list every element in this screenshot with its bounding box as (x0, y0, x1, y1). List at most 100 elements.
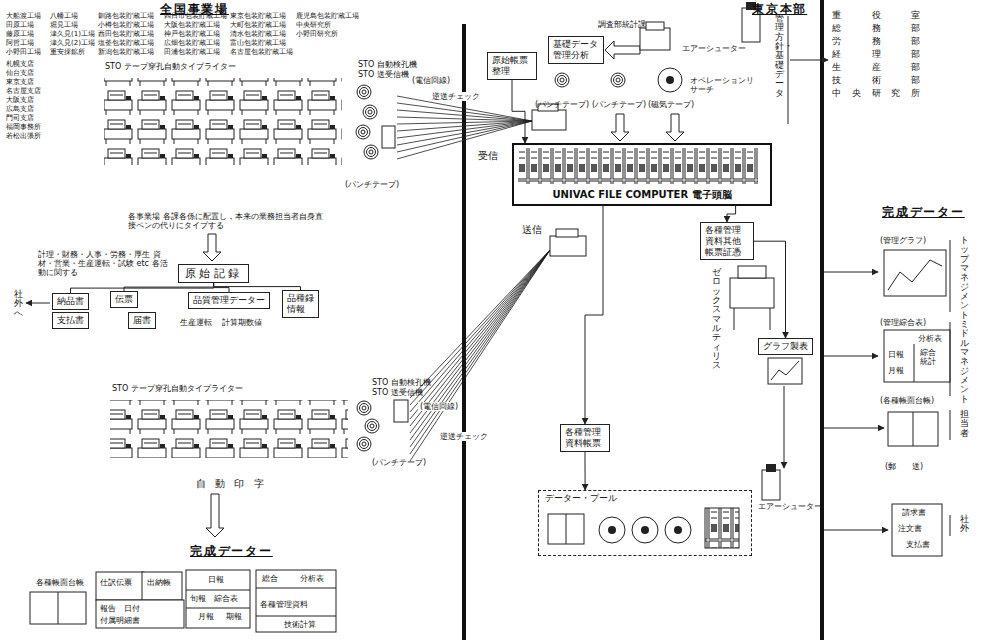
drawing-rect (110, 400, 348, 458)
drawing-line (950, 240, 951, 312)
drawing-line (256, 616, 336, 617)
drawing-rect (394, 400, 408, 422)
node-text: 納品書 (57, 296, 84, 307)
text-label: 受信 (478, 150, 498, 162)
text-label: STO テープ穿孔自動タイプライター (112, 384, 243, 393)
node-text: UNIVAC FILE COMPUTER 電子頭脳 (518, 189, 766, 201)
text-label: 各種管理資料 (260, 600, 308, 609)
text-label: 総合 (262, 574, 278, 583)
text-label: オペレーションリサーチ (690, 76, 756, 94)
connector (214, 283, 301, 290)
text-label: STO 自動検孔機 (358, 60, 417, 69)
text-label: (管理グラフ) (880, 236, 926, 245)
drawing-line (186, 608, 250, 609)
drawing-use (356, 125, 370, 139)
drawing-line (410, 250, 550, 447)
text-label: 計算期数値 (222, 318, 262, 327)
drawing-rect (142, 572, 182, 600)
text-label: (管理綜合表) (880, 318, 926, 327)
drawing-line (914, 344, 915, 382)
drawing-line (950, 322, 951, 396)
drawing-circle (674, 526, 682, 534)
text-label: 重役室 (832, 10, 920, 20)
drawing-rect (548, 514, 584, 544)
text-label: 中央研究所 (296, 21, 331, 29)
node-text: 原始帳票整理 (492, 55, 532, 77)
text-label: 期報 (226, 612, 242, 621)
text-label: (パンチテープ) (592, 100, 646, 109)
drawing-polygon (605, 41, 640, 59)
text-label: (パンチテープ) (535, 100, 589, 109)
connector (585, 206, 603, 424)
text-label: 完成データー (882, 206, 965, 220)
text-label: 西田包装貯蔵工場 (98, 30, 154, 38)
text-label: 神戸包装貯蔵工場 (164, 30, 220, 38)
process-box: 伝票 (110, 291, 138, 308)
text-label: 日報 (888, 350, 904, 359)
node-text: 各種管理資料帳票 (565, 427, 605, 449)
connector (727, 206, 736, 222)
text-label: 仙台支店 (6, 69, 34, 77)
text-label: エアーシューター (680, 44, 748, 53)
drawing-rect (104, 78, 342, 165)
drawing-line (410, 250, 550, 433)
drawing-circle (658, 68, 682, 92)
node-text: 原始記録 (185, 267, 242, 280)
text-label: 阿哲工場 (6, 39, 34, 47)
drawing-rect (96, 600, 184, 628)
drawing-line (410, 250, 550, 398)
text-label: 中央研究所 (832, 88, 920, 98)
drawing-rect (96, 572, 144, 600)
text-label: 生産運転 (180, 318, 212, 327)
text-label: STO 自動検孔機 (372, 378, 431, 387)
text-label: 調査部統計課 (598, 20, 646, 29)
drawing-rect (766, 464, 776, 472)
drawing-use (357, 85, 371, 99)
node-text: 伝票 (115, 294, 133, 305)
process-box: 支払書 (52, 312, 89, 329)
text-label: 総務部 (832, 23, 920, 33)
text-label: 支払書 (906, 540, 930, 549)
text-label: (パンチテープ) (345, 180, 399, 189)
drawing-circle (608, 526, 616, 534)
text-label: 生産部 (832, 62, 920, 72)
text-label: 田浦包装貯蔵工場 (164, 48, 220, 56)
text-label: 請求書 (902, 508, 926, 517)
drawing-circle (666, 76, 674, 84)
text-label: 広畑包装貯蔵工場 (164, 39, 220, 47)
text-label: 新潟包装貯蔵工場 (98, 48, 154, 56)
text-label: 小野田工場 (6, 48, 41, 56)
drawing-polyline (771, 361, 799, 380)
drawing-rect (730, 278, 774, 308)
drawing-line (950, 515, 951, 536)
text-label: 福岡事務所 (6, 123, 41, 131)
text-label: 注文書 (898, 524, 922, 533)
text-label: 東京支店 (6, 78, 34, 86)
drawing-polygon (611, 114, 629, 141)
drawing-rect (382, 126, 395, 148)
text-label: STO テープ穿孔自動タイプライター (105, 62, 236, 71)
text-label: (郵 送) (885, 462, 923, 471)
process-box: 原始記録 (178, 264, 249, 283)
drawing-line (256, 588, 336, 589)
drawing-rect (30, 592, 86, 624)
drawing-rect (762, 470, 780, 500)
drawing-line (824, 428, 884, 429)
text-label: 八幡工場 (50, 12, 78, 20)
drawing-line (410, 250, 550, 412)
text-label: 管理方針・基礎データ (775, 14, 784, 98)
text-label: 藤原工場 (6, 30, 34, 38)
drawing-polygon (666, 114, 684, 141)
drawing-circle (641, 526, 649, 534)
text-label: 日付 (124, 604, 140, 613)
process-box: 各種管理資料其他帳票証憑 (700, 222, 754, 260)
drawing-polyline (788, 16, 789, 124)
text-label: 田原工場 (6, 21, 34, 29)
drawing-rect (705, 508, 739, 548)
drawing-line (824, 272, 878, 273)
text-label: 担当者 (960, 410, 969, 438)
text-label: 清水包装貯蔵工場 (230, 30, 286, 38)
drawing-use (357, 401, 371, 415)
text-label: 門司支店 (6, 114, 34, 122)
text-label: (電信回線) (410, 76, 452, 85)
